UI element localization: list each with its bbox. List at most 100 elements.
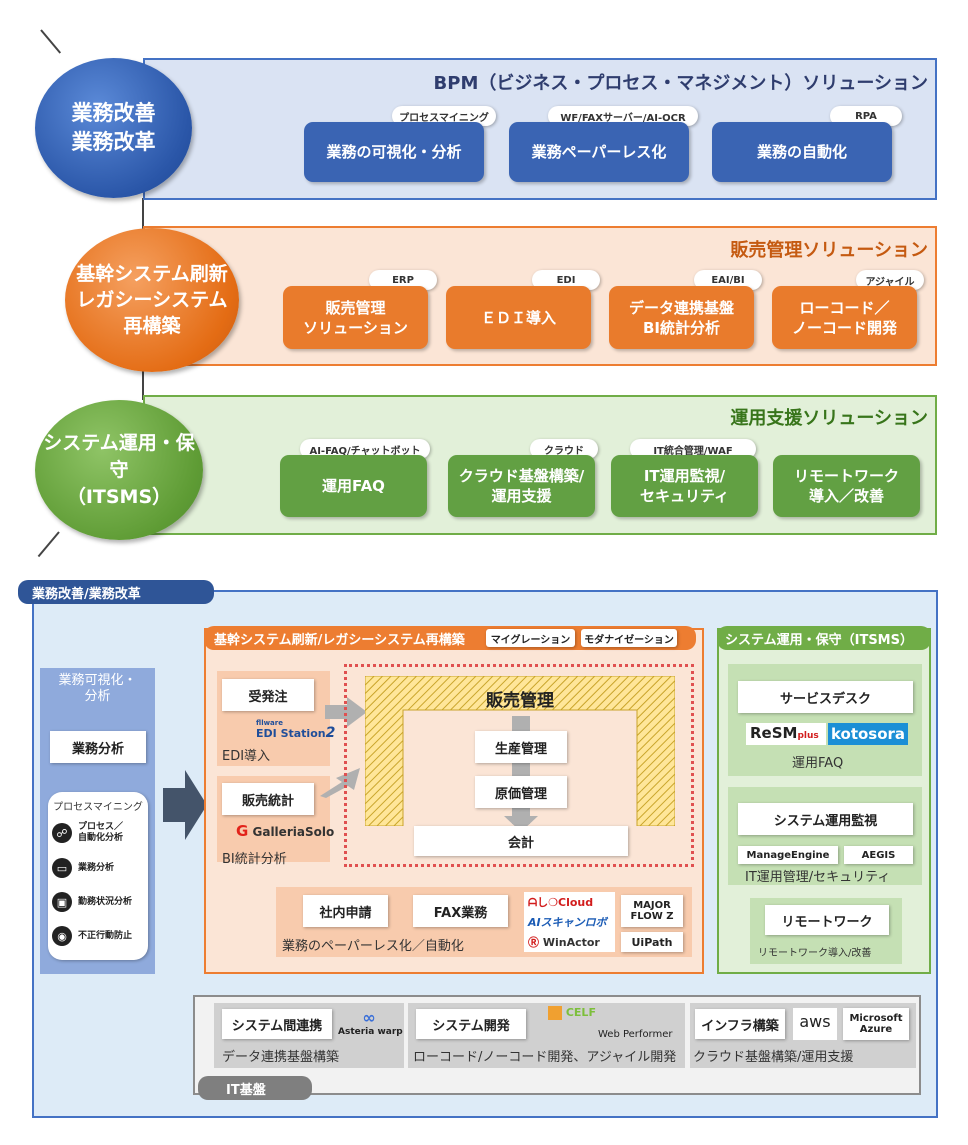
uipath-logo: UiPath [621, 932, 683, 952]
order-box[interactable]: 受発注 [222, 679, 314, 711]
pm-item-label: 勤務状況分析 [78, 896, 133, 907]
connector-line [142, 198, 144, 233]
edi-logo-text: EDI Station [256, 727, 326, 740]
resm-plus: plus [797, 731, 819, 741]
button-sales-solution[interactable]: 販売管理 ソリューション [283, 286, 428, 349]
manageengine-logo: ManageEngine [738, 846, 838, 864]
edi-logo-small: fllware [256, 719, 283, 727]
pm-item-process: ☍ プロセス／ 自動化分析 [52, 822, 123, 844]
infra-header: IT基盤 [198, 1076, 312, 1100]
pm-item-label: 業務分析 [78, 862, 115, 873]
accounting-box[interactable]: 会計 [414, 826, 628, 856]
ops-circle: システム運用・保守 （ITSMS） [35, 400, 203, 540]
system-integration-box[interactable]: システム間連携 [222, 1009, 332, 1039]
button-cloud-build[interactable]: クラウド基盤構築/ 運用支援 [448, 455, 595, 517]
pm-item-fraud: ◉ 不正行動防止 [52, 926, 132, 946]
core-dotted-frame [344, 664, 694, 867]
button-ops-faq[interactable]: 運用FAQ [280, 455, 427, 517]
bpm-title: BPM（ビジネス・プロセス・マネジメント）ソリューション [433, 73, 928, 94]
visualize-title: 業務可視化・ 分析 [58, 673, 137, 704]
remote-label: リモートワーク導入/改善 [758, 948, 872, 959]
kaihatsu-label: ローコード/ノーコード開発、アジャイル開発 [413, 1050, 677, 1065]
celf-logo: CELF [548, 1006, 596, 1020]
resm-text: ReSM [750, 724, 798, 742]
rpa-logos [524, 892, 615, 952]
button-automation[interactable]: 業務の自動化 [712, 122, 892, 182]
edi-logo-num: 2 [325, 725, 336, 741]
tag-edi: EDI [532, 270, 600, 290]
right-arrow-icon [163, 770, 207, 840]
remote-box[interactable]: リモートワーク [765, 905, 889, 935]
button-data-integration[interactable]: データ連携基盤 BI統計分析 [609, 286, 754, 349]
down-arrow-icon [504, 816, 538, 832]
sales-mgmt-shape [365, 676, 675, 826]
renkei-label: データ連携基盤構築 [222, 1050, 340, 1065]
ops-header: システム運用・保守（ITSMS） [717, 626, 931, 650]
internal-app-box[interactable]: 社内申請 [303, 895, 388, 927]
monitor-icon: ▭ [52, 858, 72, 878]
servicedesk-box[interactable]: サービスデスク [738, 681, 913, 713]
cloud-prefix: ᗩし❍ [528, 896, 558, 909]
winactor-text: WinActor [542, 936, 600, 949]
pm-item-label: 不正行動防止 [78, 930, 133, 941]
infra-build-box[interactable]: インフラ構築 [695, 1009, 785, 1039]
aegis-logo: AEGIS [844, 846, 913, 864]
warp-icon: ∞ [362, 1008, 376, 1027]
g-icon: G [236, 822, 249, 840]
aws-logo: aws [793, 1008, 837, 1040]
bi-label: BI統計分析 [222, 852, 287, 867]
button-lowcode[interactable]: ローコード／ ノーコード開発 [772, 286, 917, 349]
process-mining-title: プロセスマイニング [53, 802, 143, 813]
button-paperless[interactable]: 業務ペーパーレス化 [509, 122, 689, 182]
button-visualize-analyze[interactable]: 業務の可視化・分析 [304, 122, 484, 182]
webperformer-logo: Web Performer [598, 1029, 673, 1040]
tag-ai-faq: AI-FAQ/チャットボット [300, 439, 430, 459]
eye-icon: ◉ [52, 926, 72, 946]
resm-logo: ReSMplus [750, 724, 819, 742]
azure-logo: Microsoft Azure [843, 1008, 909, 1040]
major-flow-logo: MAJOR FLOW Z [621, 895, 683, 927]
sales-stats-box[interactable]: 販売統計 [222, 783, 314, 815]
kotosora-logo: kotosora [828, 723, 908, 745]
button-edi[interactable]: ＥＤＩ導入 [446, 286, 591, 349]
ops-title: 運用支援ソリューション [730, 408, 928, 429]
galleria-text: GalleriaSolo [252, 825, 335, 839]
sales-title: 販売管理ソリューション [730, 240, 928, 261]
resm-logo-bg [746, 723, 826, 745]
button-it-monitor[interactable]: IT運用監視/ セキュリティ [611, 455, 758, 517]
monitor-box[interactable]: システム運用監視 [738, 803, 913, 835]
tag-agile: アジャイル [856, 270, 924, 290]
infra-build-label: クラウド基盤構築/運用支援 [693, 1050, 854, 1065]
tag-cloud: クラウド [530, 439, 598, 459]
cloud-text: Cloud [558, 896, 594, 909]
attendance-icon: ▣ [52, 892, 72, 912]
connector-line [40, 29, 62, 54]
cloud-logo: ᗩし❍Cloud [528, 894, 593, 910]
tag-process-mining: プロセスマイニング [392, 106, 496, 126]
tag-wf-fax-ocr: WF/FAXサーバー/AI-OCR [548, 106, 698, 126]
monitor-label: IT運用管理/セキュリティ [745, 870, 891, 885]
button-remote-work[interactable]: リモートワーク 導入／改善 [773, 455, 920, 517]
tag-erp: ERP [369, 270, 437, 290]
paperless-label: 業務のペーパーレス化／自動化 [282, 939, 464, 954]
fax-box[interactable]: FAX業務 [413, 895, 508, 927]
tag-rpa: RPA [830, 106, 902, 126]
ai-scan-logo: AIスキャンロボ [528, 916, 607, 929]
chip-modernization: モダナイゼーション [581, 629, 677, 647]
warp-text: Asteria warp [338, 1027, 403, 1037]
pm-item-label: プロセス／ 自動化分析 [78, 822, 124, 843]
bpm-circle: 業務改善 業務改革 [35, 58, 192, 198]
arrow-from-sales-icon [320, 768, 360, 798]
sales-circle: 基幹システム刷新 レガシーシステム 再構築 [65, 228, 239, 372]
connector-line [142, 370, 144, 400]
celf-icon [548, 1006, 562, 1020]
system-dev-box[interactable]: システム開発 [416, 1009, 526, 1039]
tag-it-mgmt: IT統合管理/WAF [630, 439, 756, 459]
pm-item-business: ▭ 業務分析 [52, 858, 114, 878]
cost-mgmt-box[interactable]: 原価管理 [475, 776, 567, 808]
production-mgmt-box[interactable]: 生産管理 [475, 731, 567, 763]
process-flow-icon: ☍ [52, 823, 72, 843]
business-analysis-box[interactable]: 業務分析 [50, 731, 146, 763]
edi-label: EDI導入 [222, 749, 271, 764]
